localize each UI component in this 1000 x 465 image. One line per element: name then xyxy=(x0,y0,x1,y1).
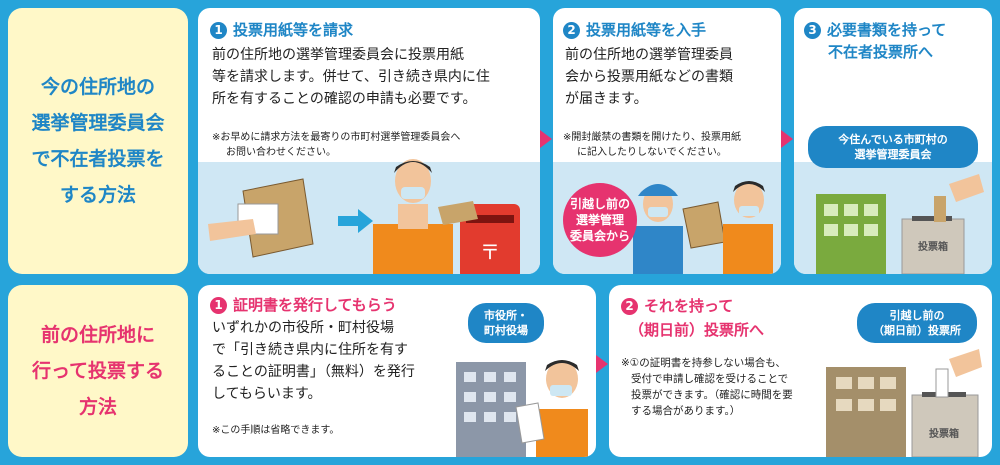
from-former-committee-badge: 引越し前の選挙管理委員会から xyxy=(563,183,637,257)
step-body: いずれかの市役所・町村役場で「引き続き県内に住所を有することの証明書」（無料）を… xyxy=(212,320,415,402)
step-number: 2 xyxy=(563,22,580,39)
flow-arrow-icon xyxy=(540,130,552,148)
step-number: 1 xyxy=(210,22,227,39)
ballot-box-label: 投票箱 xyxy=(929,429,959,440)
step-body: 前の住所地の選挙管理委員会から投票用紙などの書類が届きます。 xyxy=(565,47,733,107)
step-note: ※開封厳禁の書類を開けたり、投票用紙に記入したりしないでください。 xyxy=(563,132,741,158)
label-line: 今の住所地の xyxy=(40,76,155,98)
right-arrow-icon xyxy=(338,209,373,233)
delivery-illustration xyxy=(633,181,773,274)
step-body: 前の住所地の選挙管理委員会に投票用紙等を請求します。併せて、引き続き県内に住所を… xyxy=(212,47,490,107)
step-number: 3 xyxy=(804,22,821,39)
flow-arrow-icon xyxy=(596,355,608,373)
current-committee-badge: 今住んでいる市町村の選挙管理委員会 xyxy=(808,126,978,168)
step-number: 2 xyxy=(621,298,638,315)
label-line: する方法 xyxy=(59,184,136,206)
city-office-illustration xyxy=(456,360,588,457)
svg-text:〒: 〒 xyxy=(480,240,500,264)
former-polling-place-badge: 引越し前の（期日前）投票所 xyxy=(857,303,977,343)
step-note: ※お早めに請求方法を最寄りの市町村選挙管理委員会へお問い合わせください。 xyxy=(212,132,461,158)
label-line: 選挙管理委員会 xyxy=(31,112,165,134)
voting-place-illustration xyxy=(816,174,984,274)
label-line: 方法 xyxy=(78,396,117,418)
city-office-badge: 市役所・町村役場 xyxy=(468,303,544,343)
request-illustration: 〒 xyxy=(208,159,520,274)
label-line: 行って投票する xyxy=(31,360,165,382)
step-note: ※この手順は省略できます。 xyxy=(212,425,340,436)
label-line: で不在者投票を xyxy=(31,148,165,170)
label-line: 前の住所地に xyxy=(40,324,155,346)
step-number: 1 xyxy=(210,297,227,314)
polling-place-illustration xyxy=(826,349,982,457)
current-method-label: 今の住所地の 選挙管理委員会 で不在者投票を する方法 xyxy=(8,8,188,274)
former-method-label: 前の住所地に 行って投票する 方法 xyxy=(8,285,188,457)
flow-arrow-icon xyxy=(781,130,793,148)
ballot-box-label: 投票箱 xyxy=(918,242,948,253)
step-note: ※①の証明書を持参しない場合も、受付で申請し確認を受けることで投票ができます。（… xyxy=(621,357,793,417)
